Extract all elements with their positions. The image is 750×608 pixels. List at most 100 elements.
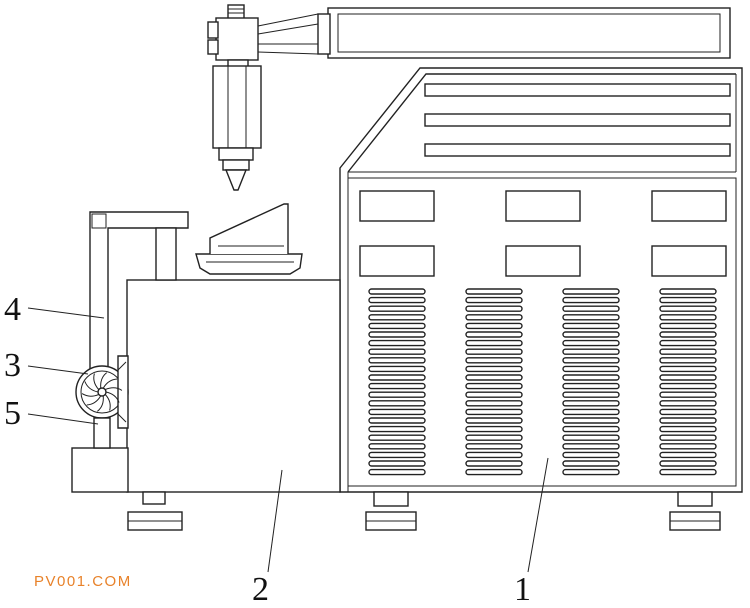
vent-slot — [659, 288, 717, 295]
vent-slot — [368, 400, 426, 407]
label-5: 5 — [4, 395, 21, 432]
vent-slot — [465, 365, 523, 373]
vent-slot — [465, 348, 523, 355]
vent-slot — [465, 443, 523, 450]
label-4: 4 — [4, 291, 21, 328]
vent-slot — [659, 468, 717, 476]
vent-slot — [562, 322, 620, 330]
fan-blade — [84, 381, 99, 393]
vent-slot — [368, 468, 426, 476]
vent-slot — [368, 314, 426, 321]
label-1: 1 — [514, 571, 531, 608]
vent-slot — [562, 348, 620, 355]
vent-slot — [368, 434, 426, 441]
vent-slot — [368, 288, 426, 295]
vent-slot — [562, 408, 620, 416]
vent-slot — [368, 391, 426, 398]
vent-slot — [562, 434, 620, 441]
vent-slot — [659, 322, 717, 330]
funnel-nozzle — [195, 203, 303, 275]
vent-slot — [659, 296, 717, 304]
vent-slot — [465, 314, 523, 321]
vent-slot — [562, 451, 620, 459]
vent-slot — [659, 374, 717, 381]
cabinet-feet — [365, 491, 721, 531]
vent-slot — [368, 382, 426, 390]
vent-slot — [368, 339, 426, 347]
fan-blade — [93, 373, 100, 390]
vent-slot — [465, 468, 523, 476]
vent-slot — [562, 468, 620, 476]
vent-slot — [659, 339, 717, 347]
vent-slot — [659, 408, 717, 416]
vent-slot — [368, 348, 426, 355]
vent-slot — [465, 434, 523, 441]
fan — [75, 355, 129, 429]
vent-slot — [368, 417, 426, 424]
fan-blade — [81, 393, 99, 397]
vent-slot — [368, 305, 426, 312]
vent-slot — [562, 425, 620, 433]
vent-slot — [368, 460, 426, 467]
vent-slot — [659, 460, 717, 467]
vent-slot — [368, 331, 426, 338]
vent-slot — [562, 374, 620, 381]
label-3: 3 — [4, 347, 21, 384]
top-arm — [317, 7, 731, 59]
fan-blade — [86, 395, 102, 406]
vent-slot — [465, 408, 523, 416]
vent-slot — [659, 348, 717, 355]
vent-slot — [659, 331, 717, 338]
fan-blade — [104, 394, 111, 411]
vent-slot — [562, 314, 620, 321]
duct-pipe — [89, 211, 189, 371]
vent-slot — [659, 391, 717, 398]
vent-slot — [562, 296, 620, 304]
vent-slot — [659, 357, 717, 364]
vent-slot — [562, 365, 620, 373]
vent-slot — [659, 417, 717, 424]
vent-slot — [465, 382, 523, 390]
vent-slot — [562, 400, 620, 407]
vent-slot — [465, 305, 523, 312]
vent-slot — [368, 374, 426, 381]
vent-slot — [465, 357, 523, 364]
vent-slot — [659, 434, 717, 441]
vent-slot — [659, 365, 717, 373]
vent-slot — [465, 296, 523, 304]
laser-head — [207, 4, 319, 191]
label-2: 2 — [252, 571, 269, 608]
vent-slot — [368, 443, 426, 450]
vent-slot — [368, 365, 426, 373]
vent-slot — [659, 400, 717, 407]
vent-slot — [368, 357, 426, 364]
leader-lines — [27, 307, 549, 573]
vent-slot — [562, 382, 620, 390]
vent-slot — [659, 451, 717, 459]
vent-slot — [659, 314, 717, 321]
vent-slot — [465, 417, 523, 424]
fan-blades — [81, 372, 123, 412]
vent-slot — [562, 460, 620, 467]
vent-slot — [659, 425, 717, 433]
vent-slot — [659, 305, 717, 312]
vent-slot — [465, 322, 523, 330]
fan-blade — [96, 395, 104, 412]
vent-slot — [562, 443, 620, 450]
vent-slot — [465, 400, 523, 407]
vent-slot — [465, 288, 523, 295]
fan-blade — [102, 378, 118, 389]
vent-slot — [368, 296, 426, 304]
vent-slot — [562, 391, 620, 398]
support-bracket — [93, 417, 111, 449]
vent-slot — [562, 339, 620, 347]
vent-slot — [368, 408, 426, 416]
fan-blade — [100, 372, 108, 389]
vent-slot — [562, 288, 620, 295]
vent-slot — [562, 357, 620, 364]
vent-slot — [465, 391, 523, 398]
vent-slot — [562, 331, 620, 338]
vent-slot — [465, 460, 523, 467]
vent-slot — [659, 443, 717, 450]
